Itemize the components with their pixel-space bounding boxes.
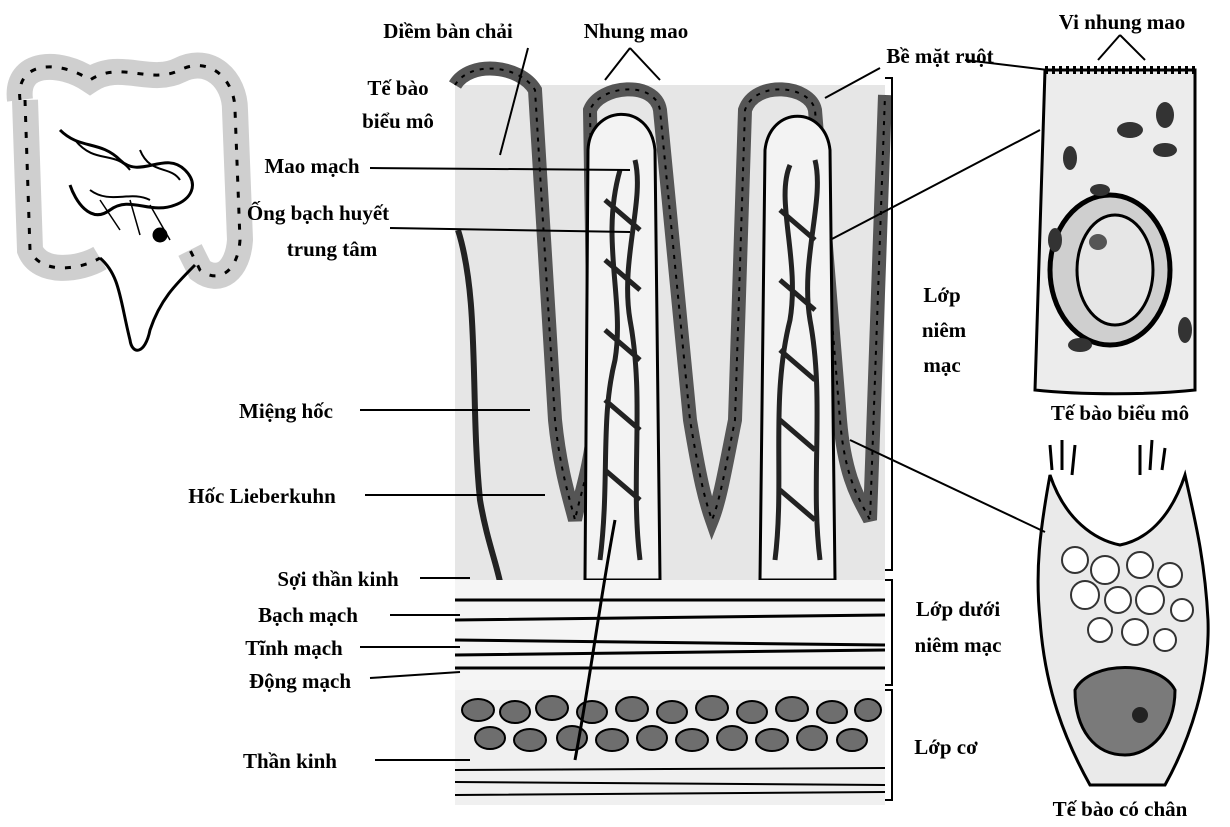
villus-right: [760, 116, 835, 580]
label-central-lymph-line1: Ống bạch huyết: [247, 201, 389, 225]
label-vein: Tĩnh mạch: [245, 636, 343, 660]
label-intestinal-surface: Bề mặt ruột: [886, 44, 993, 68]
label-lymph-vessel: Bạch mạch: [258, 603, 358, 627]
label-epithelial-cell-line1: Tế bào: [367, 76, 428, 100]
label-mucosa-line1: Lớp: [923, 283, 960, 307]
label-artery: Động mạch: [249, 669, 351, 693]
label-nerve: Thần kinh: [243, 749, 337, 773]
label-muscle-layer: Lớp cơ: [914, 735, 978, 759]
label-submucosa-line1: Lớp dưới: [916, 597, 1000, 621]
label-epithelial-cell-line2: biểu mô: [362, 109, 434, 133]
goblet-cell-illustration: [1038, 440, 1208, 785]
label-brush-border: Diềm bàn chải: [383, 19, 513, 43]
caption-goblet-cell: Tế bào có chân: [1053, 797, 1188, 821]
submucosa-background: [455, 580, 885, 690]
label-microvilli: Vi nhung mao: [1059, 10, 1185, 34]
colon-illustration: [20, 66, 240, 351]
label-mucosa-line2: niêm: [922, 318, 967, 342]
caption-epithelial-cell: Tế bào biểu mô: [1051, 401, 1189, 425]
label-submucosa-line2: niêm mạc: [915, 633, 1002, 657]
label-crypt-lieberkuhn: Hốc Lieberkuhn: [188, 484, 336, 508]
label-capillary: Mao mạch: [264, 154, 359, 178]
villi-cross-section: [455, 69, 885, 805]
label-villi: Nhung mao: [584, 19, 688, 43]
label-central-lymph-line2: trung tâm: [287, 237, 378, 261]
label-crypt-opening: Miệng hốc: [239, 399, 333, 423]
label-nerve-fiber: Sợi thần kinh: [277, 567, 399, 591]
label-mucosa-line3: mạc: [923, 353, 960, 377]
epithelial-cell-illustration: [1035, 70, 1195, 394]
